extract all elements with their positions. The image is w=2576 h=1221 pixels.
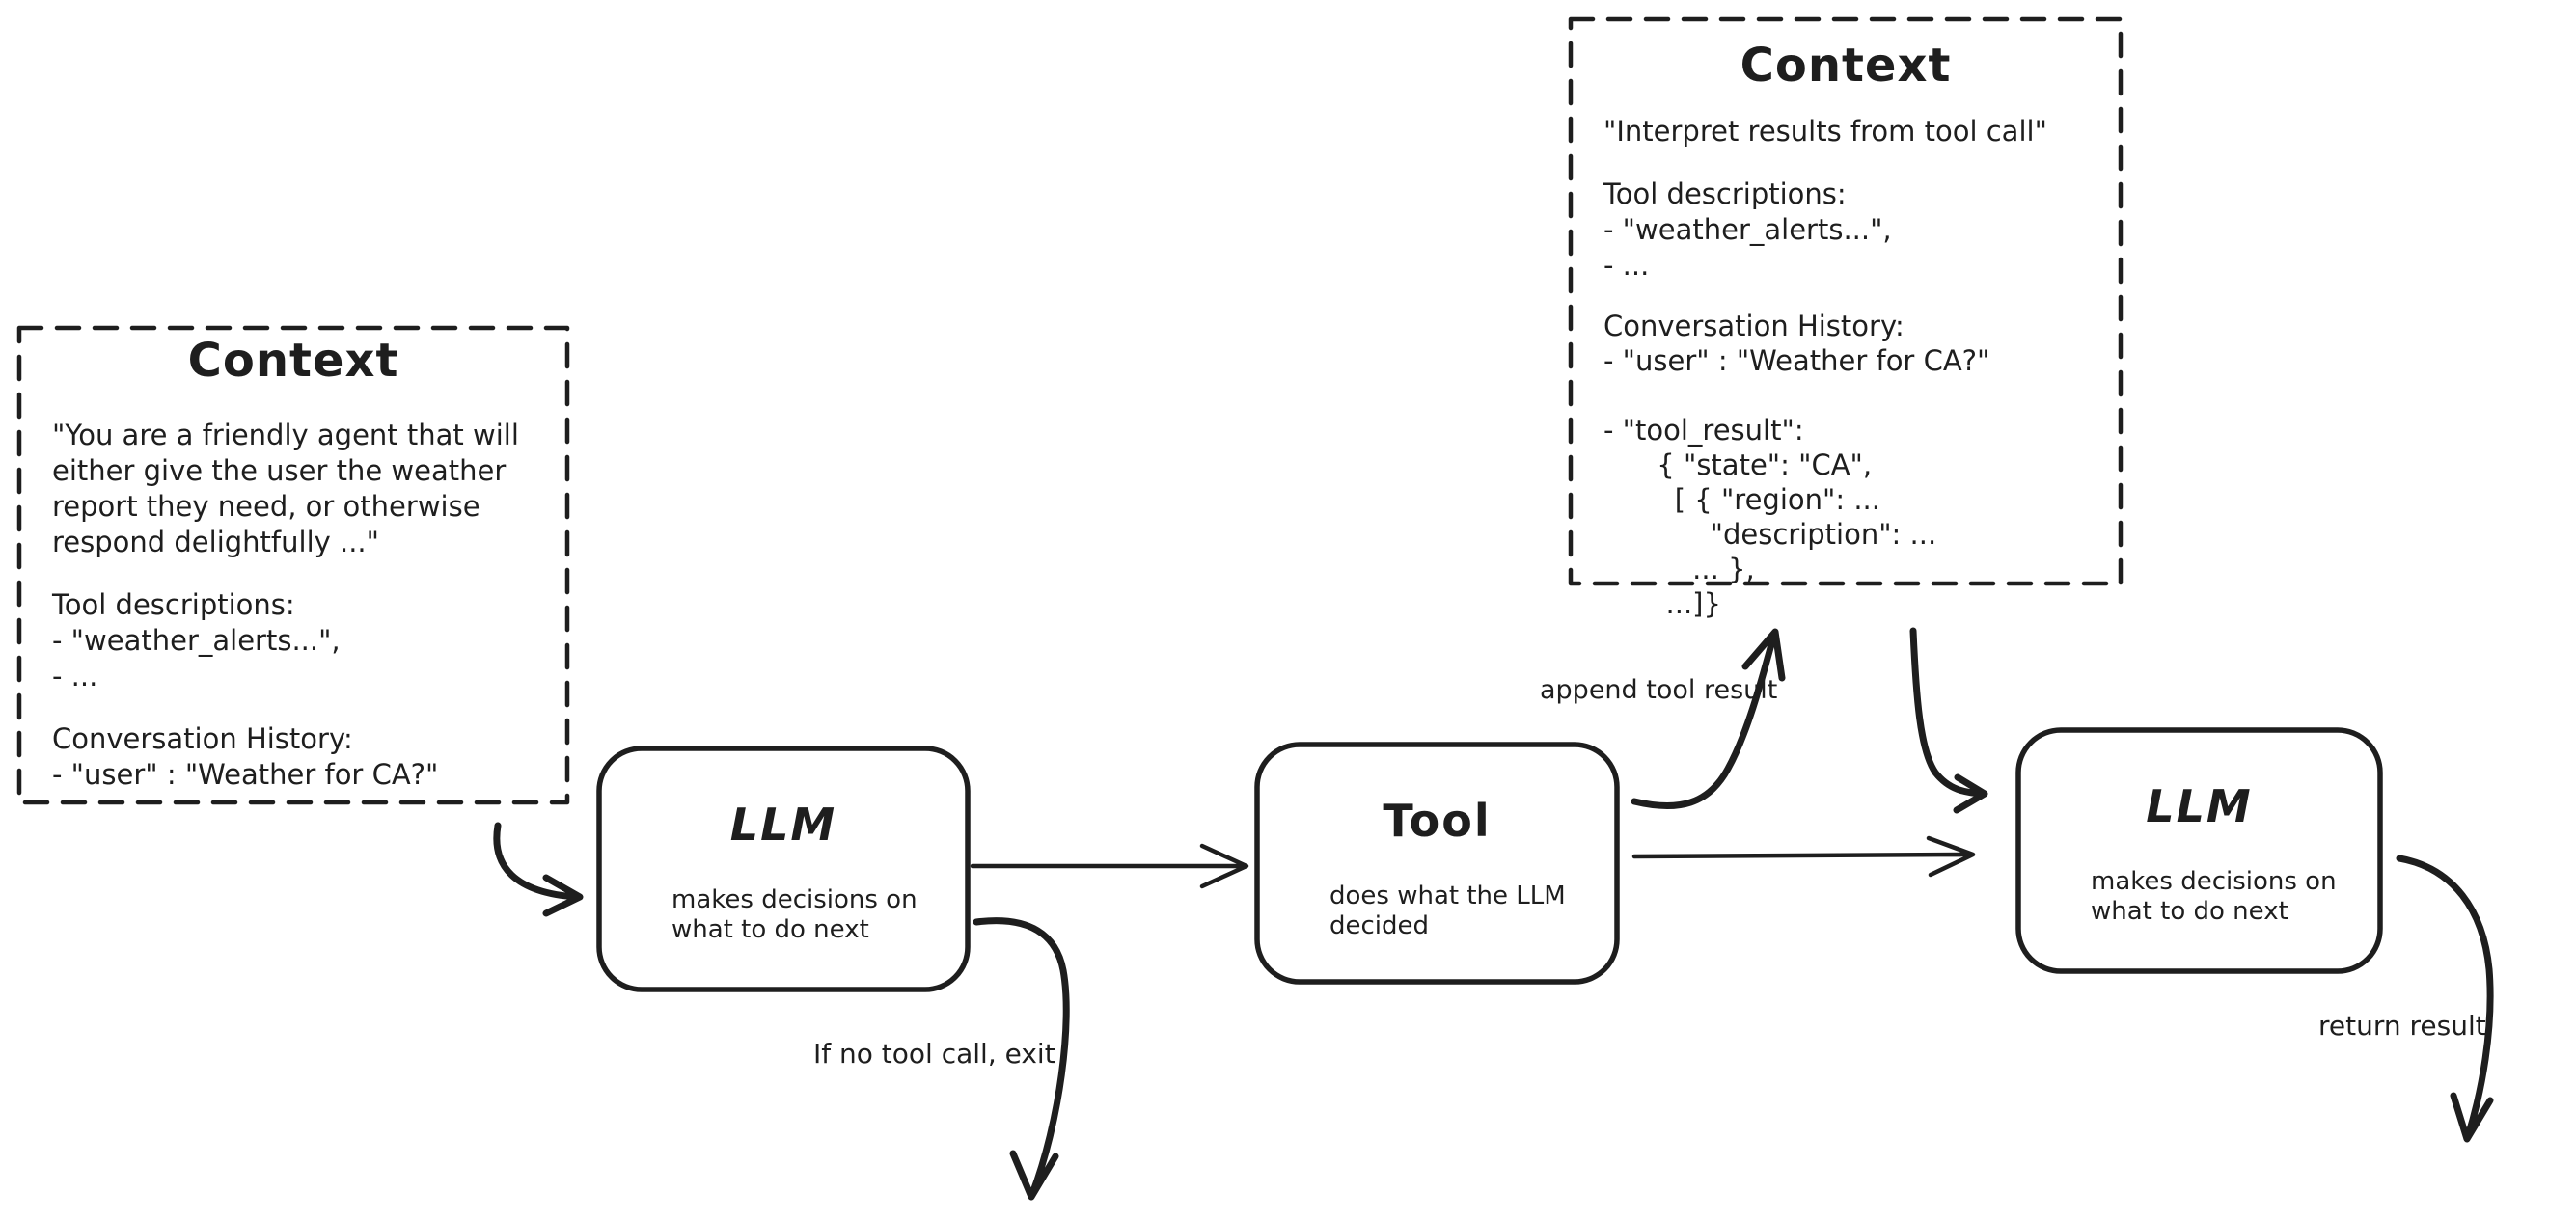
context-top-tool-descriptions: Tool descriptions: - "weather_alerts..."… (1603, 177, 1892, 282)
tool-node-subtitle: does what the LLM decided (1329, 882, 1566, 940)
tool-node-title: Tool (1383, 795, 1492, 847)
tool-node-outline (1254, 742, 1620, 985)
context-box-left-outline (16, 325, 570, 805)
llm-node-2-title: LLM (2146, 780, 2253, 832)
context-top-title: Context (1740, 39, 1952, 93)
llm-node-1-outline (596, 746, 971, 992)
llm-node-2-outline (2015, 727, 2383, 974)
arrow-llm1-to-tool (970, 843, 1249, 889)
llm-node-1-subtitle: makes decisions on what to do next (671, 885, 918, 944)
arrow-llm2-return-result (2396, 855, 2494, 1143)
llm-node-2: LLM makes decisions on what to do next (2018, 730, 2380, 971)
context-left-tool-descriptions: Tool descriptions: - "weather_alerts..."… (52, 588, 341, 692)
arrow-llm1-exit (973, 917, 1070, 1201)
return-result-label: return result (2318, 1010, 2486, 1042)
llm-node-1-title: LLM (729, 799, 837, 851)
context-left-system-prompt: "You are a friendly agent that will eith… (52, 419, 519, 558)
arrow-tool-to-context-top (1631, 628, 1786, 810)
context-left-conversation-history: Conversation History: - "user" : "Weathe… (52, 722, 439, 791)
arrow-context-top-to-llm2 (1909, 627, 1988, 814)
context-top-system-prompt: "Interpret results from tool call" (1603, 115, 2047, 148)
llm-node-1: LLM makes decisions on what to do next (599, 748, 968, 990)
arrow-tool-to-llm2 (1631, 835, 1976, 878)
context-box-left: Context "You are a friendly agent that w… (19, 328, 567, 802)
context-top-conversation-history: Conversation History: - "user" : "Weathe… (1603, 310, 1990, 620)
arrow-context-left-to-llm1 (493, 822, 584, 917)
tool-node: Tool does what the LLM decided (1257, 745, 1617, 982)
append-tool-result-label: append tool result (1540, 675, 1778, 705)
if-no-tool-call-exit-label: If no tool call, exit (813, 1038, 1055, 1070)
context-left-title: Context (187, 334, 399, 388)
llm-node-2-subtitle: makes decisions on what to do next (2091, 867, 2337, 926)
context-box-top: Context "Interpret results from tool cal… (1571, 19, 2121, 620)
context-box-top-outline (1568, 16, 2124, 586)
